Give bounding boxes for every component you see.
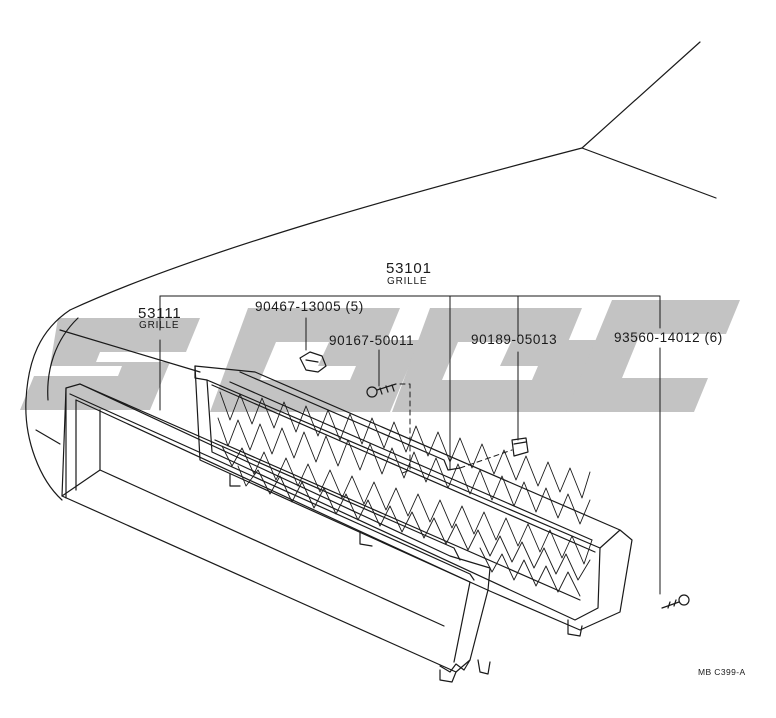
clip-90467	[299, 351, 327, 373]
part-number-53111: 53111	[138, 305, 182, 322]
watermark-logo	[20, 300, 740, 412]
part-qty-93560: (6)	[704, 330, 723, 345]
screw-93560	[661, 594, 690, 609]
dashed-guides	[399, 383, 513, 475]
part-name-53111: GRILLE	[139, 320, 180, 331]
screw-90167	[366, 383, 397, 398]
part-number-90467-code: 90467-13005	[255, 299, 342, 314]
part-number-90167: 90167-50011	[329, 333, 415, 348]
part-number-93560: 93560-14012 (6)	[614, 331, 723, 345]
grille-53111	[61, 383, 491, 683]
part-number-93560-code: 93560-14012	[614, 330, 701, 345]
part-qty-90467: (5)	[345, 299, 364, 314]
diagram-code: MB C399-A	[698, 667, 746, 677]
car-body-outline	[25, 41, 717, 501]
part-number-90467: 90467-13005 (5)	[255, 300, 364, 314]
leader-lines	[159, 295, 661, 595]
nut-90189	[511, 437, 529, 457]
part-number-53101: 53101	[386, 260, 432, 277]
part-number-90189: 90189-05013	[471, 332, 558, 347]
part-name-53101: GRILLE	[387, 276, 428, 287]
